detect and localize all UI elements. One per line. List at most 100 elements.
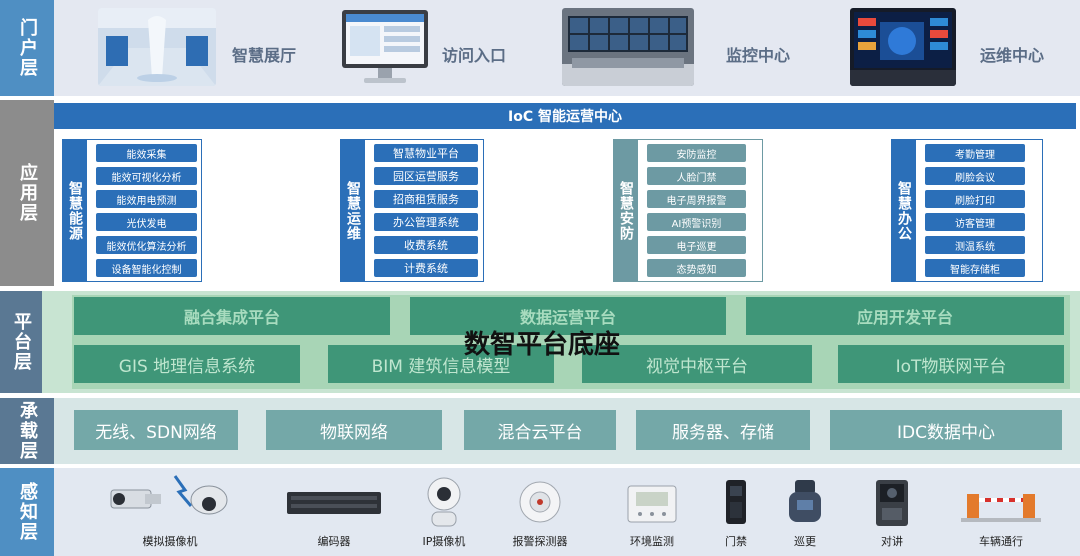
carrier-content: 无线、SDN网络 物联网络 混合云平台 服务器、存储 IDC数据中心 [54, 398, 1080, 464]
device-label-analog-camera: 模拟摄像机 [142, 535, 198, 548]
app-item-energy-6[interactable]: 设备智能化控制 [96, 259, 197, 277]
platform-center-title: 数智平台底座 [464, 330, 621, 360]
platform-layer: 平台层 融合集成平台 数据运营平台 应用开发平台 GIS 地理信息系统 BIM … [0, 291, 1080, 393]
platform-box-data-ops[interactable]: 数据运营平台 [410, 297, 726, 335]
device-encoder: 编码器 [282, 468, 386, 556]
analog-camera-icon [105, 472, 235, 532]
device-label-encoder: 编码器 [317, 535, 351, 548]
exhibition-hall-image [98, 8, 216, 86]
platform-box-integration[interactable]: 融合集成平台 [74, 297, 390, 335]
patrol-device-icon [783, 478, 827, 530]
device-alarm-detector: 报警探测器 [502, 468, 578, 556]
app-group-title-ops: 智慧运维 [341, 140, 365, 281]
app-item-office-6[interactable]: 智能存储柜 [925, 259, 1025, 277]
app-item-office-1[interactable]: 考勤管理 [925, 144, 1025, 162]
perception-content: 模拟摄像机 编码器 IP摄像机 [54, 468, 1080, 556]
device-label-patrol: 巡更 [794, 535, 816, 548]
platform-box-iot[interactable]: IoT物联网平台 [838, 345, 1064, 383]
device-label-access-control: 门禁 [725, 535, 747, 548]
environment-monitor-icon [626, 484, 678, 528]
carrier-box-hybrid-cloud[interactable]: 混合云平台 [464, 410, 616, 450]
carrier-box-network[interactable]: 无线、SDN网络 [74, 410, 238, 450]
portal-label-monitoring: 监控中心 [726, 46, 791, 65]
application-layer: 应用层 IoC 智能运营中心 智慧能源 能效采集 能效可视化分析 能效用电预测 … [0, 100, 1080, 286]
monitoring-center-image [562, 8, 694, 86]
platform-box-gis[interactable]: GIS 地理信息系统 [74, 345, 300, 383]
intercom-icon [874, 478, 910, 532]
device-label-vehicle-access: 车辆通行 [979, 535, 1023, 548]
layer-label-portal: 门户层 [0, 0, 54, 96]
portal-layer: 门户层 智慧展厅 [0, 0, 1080, 96]
platform-box-app-dev[interactable]: 应用开发平台 [746, 297, 1064, 335]
encoder-icon [285, 488, 383, 522]
layer-label-carrier: 承载层 [0, 398, 54, 464]
device-environment-monitor: 环境监测 [614, 468, 690, 556]
portal-item-exhibition[interactable]: 智慧展厅 [98, 8, 358, 88]
app-item-ops-2[interactable]: 园区运营服务 [374, 167, 478, 185]
app-item-ops-5[interactable]: 收费系统 [374, 236, 478, 254]
app-group-security: 智慧安防 安防监控 人脸门禁 电子周界报警 AI预警识别 电子巡更 态势感知 [613, 139, 763, 282]
device-label-ip-camera: IP摄像机 [422, 535, 466, 548]
device-label-alarm-detector: 报警探测器 [512, 535, 568, 548]
app-item-security-2[interactable]: 人脸门禁 [647, 167, 746, 185]
app-item-security-5[interactable]: 电子巡更 [647, 236, 746, 254]
platform-box-vision[interactable]: 视觉中枢平台 [582, 345, 812, 383]
device-analog-camera: 模拟摄像机 [100, 468, 240, 556]
portal-item-operations[interactable]: 运维中心 [850, 8, 1080, 88]
device-patrol: 巡更 [776, 468, 834, 556]
app-item-security-3[interactable]: 电子周界报警 [647, 190, 746, 208]
platform-content: 融合集成平台 数据运营平台 应用开发平台 GIS 地理信息系统 BIM 建筑信息… [42, 291, 1080, 393]
app-item-security-4[interactable]: AI预警识别 [647, 213, 746, 231]
portal-label-access: 访问入口 [442, 46, 507, 65]
app-item-security-1[interactable]: 安防监控 [647, 144, 746, 162]
app-item-energy-3[interactable]: 能效用电预测 [96, 190, 197, 208]
device-access-control: 门禁 [710, 468, 762, 556]
ioc-title-bar: IoC 智能运营中心 [54, 103, 1076, 129]
app-item-office-2[interactable]: 刷脸会议 [925, 167, 1025, 185]
app-item-security-6[interactable]: 态势感知 [647, 259, 746, 277]
access-control-icon [724, 478, 748, 530]
layer-label-app: 应用层 [0, 100, 54, 286]
ip-camera-icon [424, 472, 464, 534]
perception-layer: 感知层 模拟摄像机 [0, 468, 1080, 556]
platform-inner-panel: 融合集成平台 数据运营平台 应用开发平台 GIS 地理信息系统 BIM 建筑信息… [72, 295, 1070, 389]
app-item-ops-3[interactable]: 招商租赁服务 [374, 190, 478, 208]
operations-center-image [850, 8, 956, 86]
application-content: IoC 智能运营中心 智慧能源 能效采集 能效可视化分析 能效用电预测 光伏发电… [54, 100, 1080, 286]
app-group-title-energy: 智慧能源 [63, 140, 87, 281]
app-item-energy-1[interactable]: 能效采集 [96, 144, 197, 162]
platform-box-bim[interactable]: BIM 建筑信息模型 [328, 345, 554, 383]
app-group-office: 智慧办公 考勤管理 刷脸会议 刷脸打印 访客管理 测温系统 智能存储柜 [891, 139, 1043, 282]
portal-label-exhibition: 智慧展厅 [232, 46, 297, 65]
app-item-office-3[interactable]: 刷脸打印 [925, 190, 1025, 208]
carrier-box-iot-network[interactable]: 物联网络 [266, 410, 442, 450]
device-ip-camera: IP摄像机 [412, 468, 476, 556]
app-item-energy-5[interactable]: 能效优化算法分析 [96, 236, 197, 254]
device-label-environment-monitor: 环境监测 [630, 535, 674, 548]
app-item-ops-1[interactable]: 智慧物业平台 [374, 144, 478, 162]
device-vehicle-access: 车辆通行 [946, 468, 1056, 556]
portal-label-operations: 运维中心 [980, 46, 1045, 65]
portal-item-monitoring[interactable]: 监控中心 [562, 8, 802, 88]
app-item-energy-2[interactable]: 能效可视化分析 [96, 167, 197, 185]
app-group-title-office: 智慧办公 [892, 140, 916, 281]
monitor-image [340, 8, 430, 86]
portal-item-access[interactable]: 访问入口 [340, 8, 560, 88]
portal-content: 智慧展厅 访问入口 [54, 0, 1080, 96]
app-item-office-4[interactable]: 访客管理 [925, 213, 1025, 231]
layer-label-platform: 平台层 [0, 291, 42, 393]
app-group-ops: 智慧运维 智慧物业平台 园区运营服务 招商租赁服务 办公管理系统 收费系统 计费… [340, 139, 484, 282]
carrier-box-server-storage[interactable]: 服务器、存储 [636, 410, 810, 450]
alarm-detector-icon [518, 480, 562, 528]
app-group-title-security: 智慧安防 [614, 140, 638, 281]
app-item-office-5[interactable]: 测温系统 [925, 236, 1025, 254]
carrier-box-idc[interactable]: IDC数据中心 [830, 410, 1062, 450]
carrier-layer: 承载层 无线、SDN网络 物联网络 混合云平台 服务器、存储 IDC数据中心 [0, 398, 1080, 464]
app-group-energy: 智慧能源 能效采集 能效可视化分析 能效用电预测 光伏发电 能效优化算法分析 设… [62, 139, 202, 282]
device-label-intercom: 对讲 [881, 535, 903, 548]
app-item-ops-6[interactable]: 计费系统 [374, 259, 478, 277]
vehicle-barrier-icon [961, 474, 1041, 528]
app-item-ops-4[interactable]: 办公管理系统 [374, 213, 478, 231]
app-item-energy-4[interactable]: 光伏发电 [96, 213, 197, 231]
device-intercom: 对讲 [858, 468, 926, 556]
